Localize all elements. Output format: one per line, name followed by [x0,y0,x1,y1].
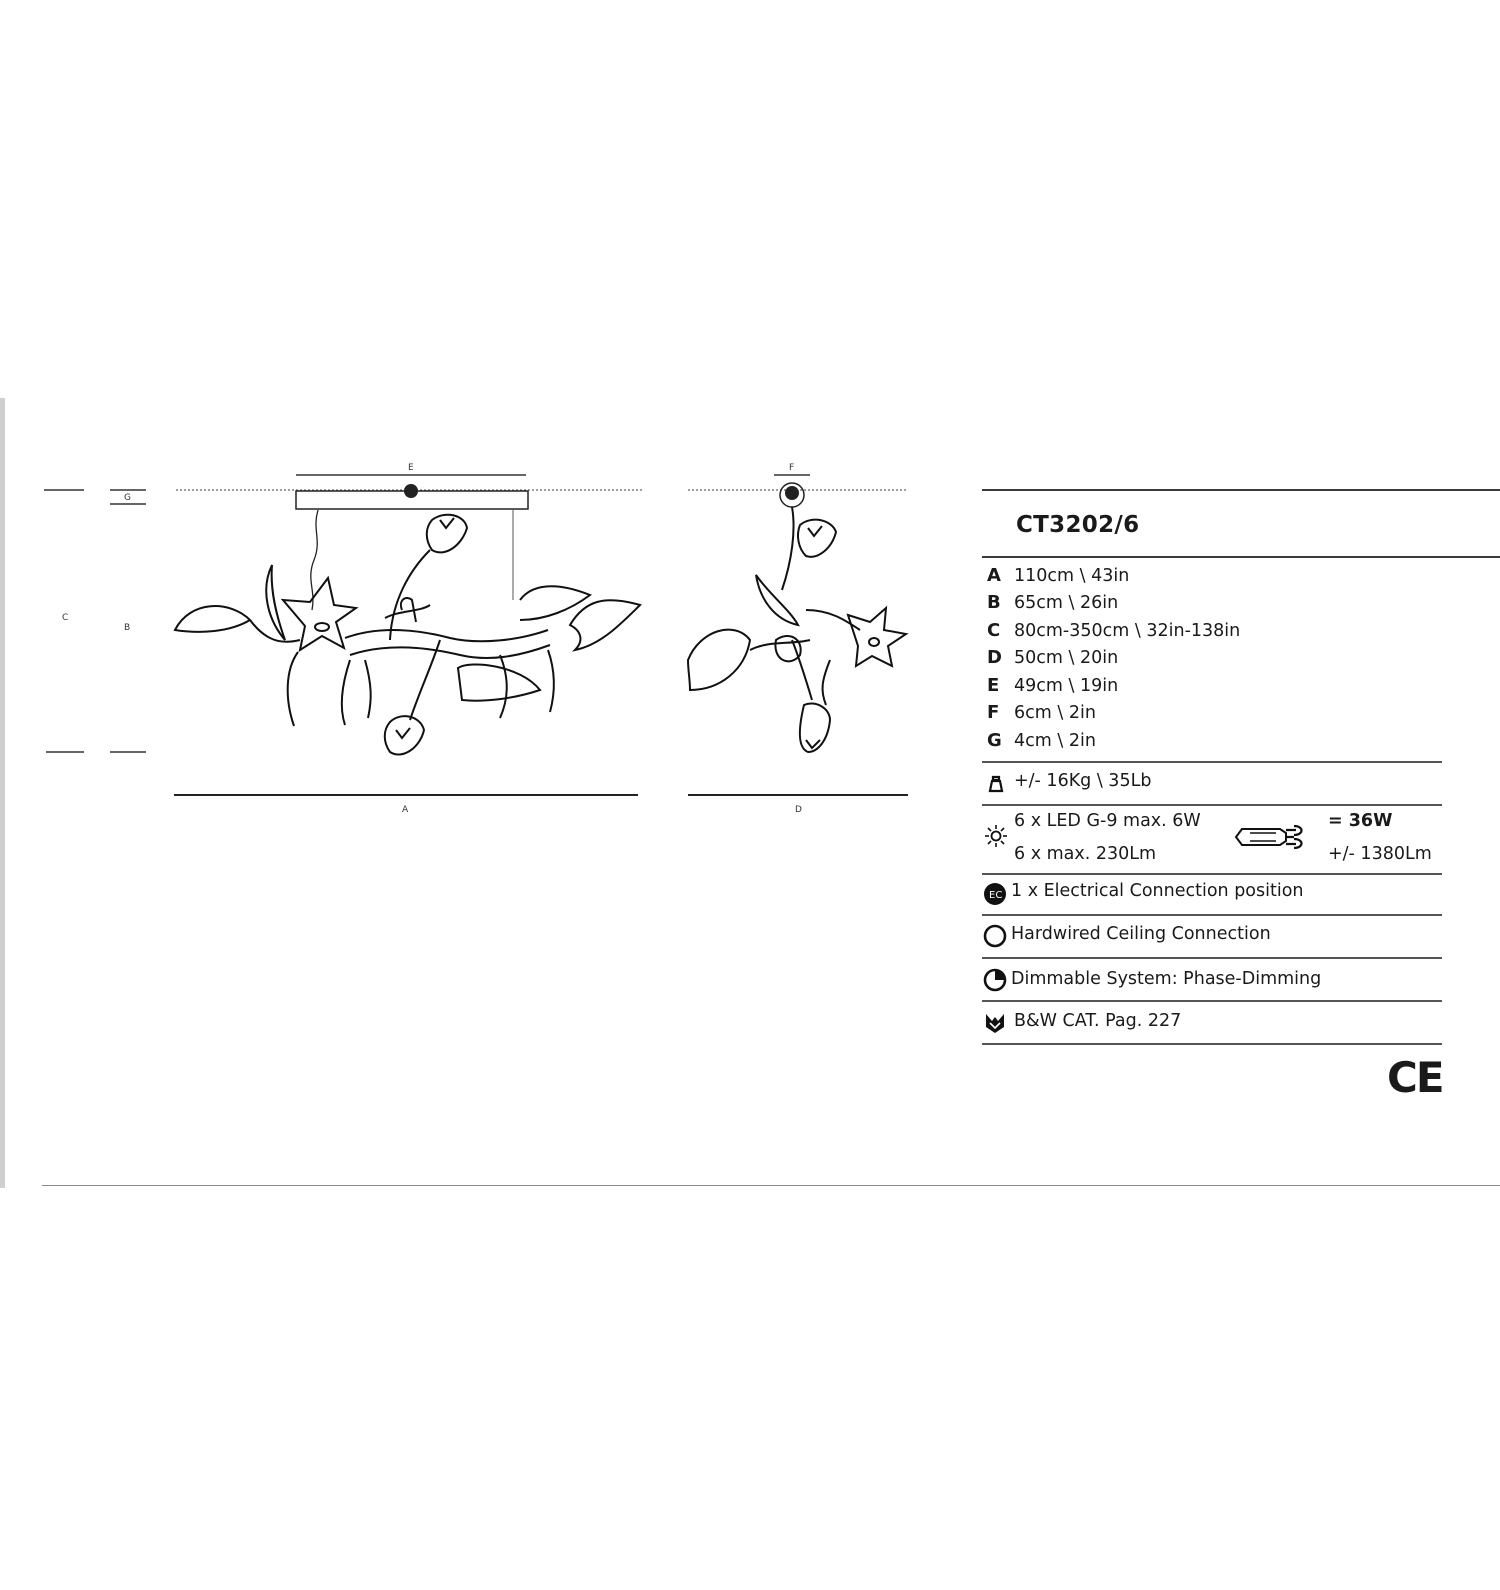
ceiling-text: Hardwired Ceiling Connection [1011,924,1271,944]
total-lumen: +/- 1380Lm [1328,844,1432,864]
light-bulb-icon [985,825,1007,847]
catalog-rule [982,1043,1442,1045]
connection-rule [982,914,1442,916]
g9-bulb-icon [1234,824,1303,850]
dimension-row-d: D 50cm \ 20in [982,644,1118,671]
lighting-rule [982,873,1442,875]
electrical-connection-icon: EC [984,883,1006,905]
side-view: F D [686,463,909,815]
dimension-row-e: E 49cm \ 19in [982,672,1118,699]
dimension-value: 65cm \ 26in [1014,593,1119,613]
weight-text: +/- 16Kg \ 35Lb [1014,771,1152,791]
total-wattage: = 36W [1328,811,1393,831]
dimension-value: 6cm \ 2in [1014,703,1096,723]
dimension-row-b: B 65cm \ 26in [982,589,1118,616]
dimming-text: Dimmable System: Phase-Dimming [1011,969,1322,989]
dimension-value: 110cm \ 43in [1014,566,1130,586]
dimension-row-f: F 6cm \ 2in [982,699,1096,726]
dimension-letter: E [987,675,1000,696]
dimension-letter: G [987,730,1002,751]
weight-rule [982,804,1442,806]
label-d: D [795,805,802,815]
catalog-text: B&W CAT. Pag. 227 [1014,1011,1182,1031]
dimension-row-a: A 110cm \ 43in [982,562,1129,589]
height-dimension-marks [44,489,146,753]
label-b: B [124,623,130,633]
label-e: E [408,463,414,473]
lighting-line-1: 6 x LED G-9 max. 6W [1014,811,1201,831]
spec-top-rule [982,489,1500,491]
label-a: A [402,805,409,815]
dimension-letter: D [987,647,1002,668]
dimension-value: 49cm \ 19in [1014,676,1119,696]
label-c: C [62,613,68,623]
dimension-row-c: C 80cm-350cm \ 32in-138in [982,617,1240,644]
weight-icon [988,775,1004,793]
left-margin-bar [0,398,5,1188]
label-g: G [124,493,131,503]
title-rule [982,556,1500,558]
dimmable-icon [983,968,1007,992]
dimensions-rule [982,761,1442,763]
bottom-divider [42,1185,1500,1186]
lighting-line-2: 6 x max. 230Lm [1014,844,1157,864]
catalog-icon [986,1014,1004,1033]
dimension-letter: C [987,620,1001,641]
ceiling-rule [982,957,1442,959]
dimension-value: 80cm-350cm \ 32in-138in [1014,621,1241,641]
svg-text:EC: EC [989,890,1002,901]
model-title: CT3202/6 [1016,512,1140,538]
dimension-letter: F [987,702,1000,723]
connection-text: 1 x Electrical Connection position [1011,881,1304,901]
ce-mark: CE [1387,1053,1444,1102]
ceiling-connection-icon [983,924,1007,948]
dimension-row-g: G 4cm \ 2in [982,727,1096,754]
dimension-letter: B [987,592,1001,613]
dimming-rule [982,1000,1442,1002]
dimension-letter: A [987,565,1001,586]
label-f: F [789,463,794,473]
dimension-value: 4cm \ 2in [1014,731,1096,751]
front-view: E [173,463,642,815]
technical-drawing: G C B E [44,463,909,815]
dimension-value: 50cm \ 20in [1014,648,1119,668]
